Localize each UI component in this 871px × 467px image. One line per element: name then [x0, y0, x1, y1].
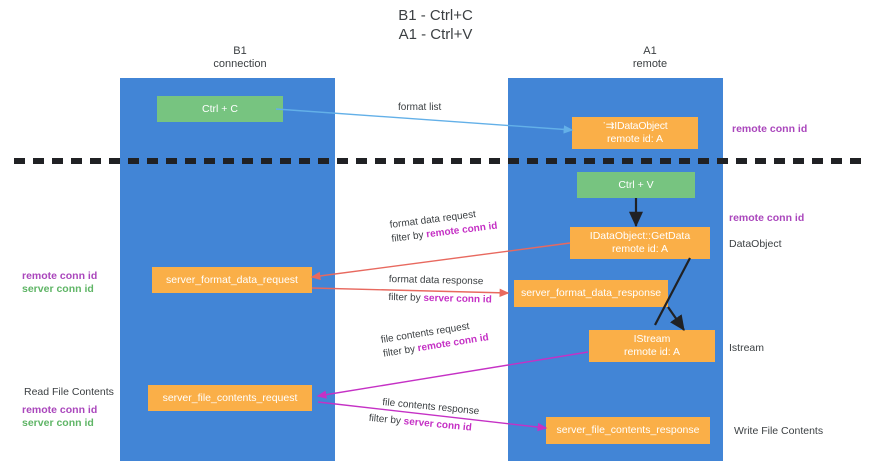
page-title: B1 - Ctrl+C A1 - Ctrl+V — [398, 7, 473, 43]
node-server-format-data-request-label: server_format_data_request — [166, 273, 298, 286]
node-idataobject-getdata[interactable]: IDataObject::GetData remote id: A — [570, 227, 710, 259]
edge-label-file-contents-request: file contents request filter by remote c… — [380, 317, 490, 361]
node-server-format-data-response-label: server_format_data_response — [520, 287, 662, 299]
edge-label-format-data-request: format data request filter by remote con… — [389, 206, 498, 247]
annotation-left-remote-conn-id: remote conn id — [22, 270, 98, 282]
node-istream-remote-id: remote id: A — [623, 346, 681, 358]
node-idataobject[interactable]: ॱ⇉IDataObject remote id: A — [572, 117, 698, 149]
node-idataobject-label: ॱ⇉IDataObject — [602, 120, 668, 132]
annotation-right-remote-conn-id-mid: remote conn id — [729, 212, 805, 224]
filter-key-server-conn-id-2: server conn id — [403, 416, 473, 434]
edge-label-format-data-response: format data response filter by server co… — [388, 273, 492, 308]
column-header-a1: A1 remote — [632, 45, 668, 70]
annotation-right-write-file-contents: Write File Contents — [734, 425, 824, 437]
edge-label-file-contents-response: file contents response filter by server … — [368, 396, 480, 436]
annotation-right-istream: Istream — [729, 342, 765, 354]
node-istream[interactable]: IStream remote id: A — [589, 330, 715, 362]
node-server-format-data-response[interactable]: server_format_data_response — [514, 280, 668, 307]
node-idataobject-remote-id: remote id: A — [606, 133, 664, 145]
node-idataobject-getdata-remote-id: remote id: A — [611, 243, 669, 255]
filter-key-server-conn-id: server conn id — [423, 292, 492, 306]
node-server-file-contents-request[interactable]: server_file_contents_request — [148, 385, 312, 411]
node-ctrl-v-label: Ctrl + V — [618, 178, 654, 191]
node-server-file-contents-request-label: server_file_contents_request — [162, 391, 298, 404]
node-ctrl-c[interactable]: Ctrl + C — [157, 96, 283, 122]
annotation-left-read-remote-conn-id: remote conn id — [22, 404, 98, 416]
edge-label-format-list: format list — [398, 101, 441, 115]
column-header-b1: B1 connection — [213, 45, 267, 70]
annotation-right-dataobject: DataObject — [729, 238, 782, 250]
annotation-left-read-server-conn-id: server conn id — [22, 417, 94, 429]
node-server-format-data-request[interactable]: server_format_data_request — [152, 267, 312, 293]
node-idataobject-getdata-label: IDataObject::GetData — [589, 230, 691, 242]
annotation-left-read-file-contents: Read File Contents — [24, 386, 114, 398]
annotation-right-remote-conn-id-top: remote conn id — [732, 123, 808, 135]
node-istream-label: IStream — [633, 333, 671, 345]
edge-label-format-list-text: format list — [398, 102, 442, 113]
node-ctrl-v[interactable]: Ctrl + V — [577, 172, 695, 198]
node-ctrl-c-label: Ctrl + C — [202, 102, 238, 115]
edge-label-format-data-response-line1: format data response — [388, 273, 484, 288]
annotation-left-server-conn-id: server conn id — [22, 283, 94, 295]
node-server-file-contents-response-label: server_file_contents_response — [556, 424, 700, 436]
edge-label-format-data-response-line2: filter by server conn id — [388, 291, 492, 306]
node-server-file-contents-response[interactable]: server_file_contents_response — [546, 417, 710, 444]
